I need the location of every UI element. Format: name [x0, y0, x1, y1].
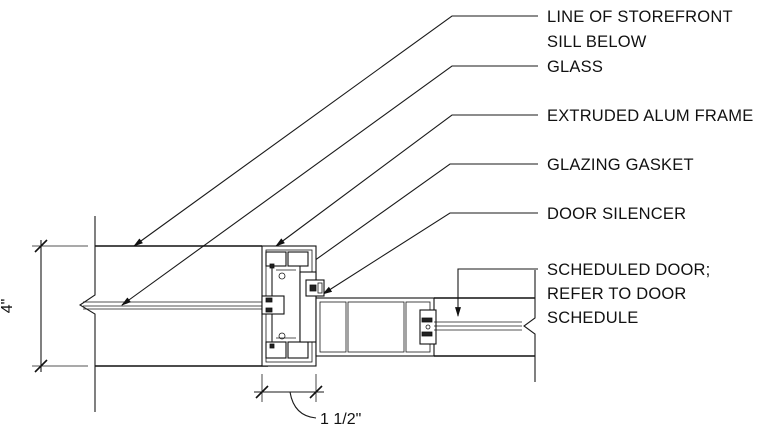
leader-extruded-alum-frame: [275, 114, 538, 247]
callout-scheduled-door-line2: REFER TO DOOR: [547, 285, 687, 303]
dimension-height-label: 4": [0, 299, 16, 314]
leader-glass: [121, 65, 538, 306]
door-silencer: [305, 279, 325, 297]
door-stile: [315, 297, 437, 357]
callout-scheduled-door-line3: SCHEDULE: [547, 309, 638, 327]
callout-glazing-gasket: GLAZING GASKET: [547, 156, 694, 174]
storefront-sill: [78, 216, 268, 412]
leader-glazing-gasket: [282, 163, 538, 284]
extruded-alum-frame: [261, 245, 317, 367]
leader-scheduled-door: [455, 268, 538, 317]
leader-line-of-storefront: [133, 15, 538, 247]
leader-lines: [121, 15, 538, 317]
callout-scheduled-door-line1: SCHEDULED DOOR;: [547, 261, 710, 279]
callout-glass: GLASS: [547, 58, 603, 76]
scheduled-door: [434, 270, 536, 382]
callout-door-silencer: DOOR SILENCER: [547, 205, 686, 223]
callout-line-of-storefront-line2: SILL BELOW: [547, 33, 647, 51]
dimension-height: 4": [0, 239, 88, 373]
callout-extruded-alum-frame: EXTRUDED ALUM FRAME: [547, 107, 753, 125]
callout-line-of-storefront-line1: LINE OF STOREFRONT: [547, 8, 733, 26]
dimension-frame-width: 1 1/2": [254, 374, 361, 428]
dimension-frame-width-label: 1 1/2": [320, 411, 361, 428]
leader-door-silencer: [322, 212, 538, 295]
callout-labels: LINE OF STOREFRONT SILL BELOW GLASS EXTR…: [547, 8, 753, 327]
